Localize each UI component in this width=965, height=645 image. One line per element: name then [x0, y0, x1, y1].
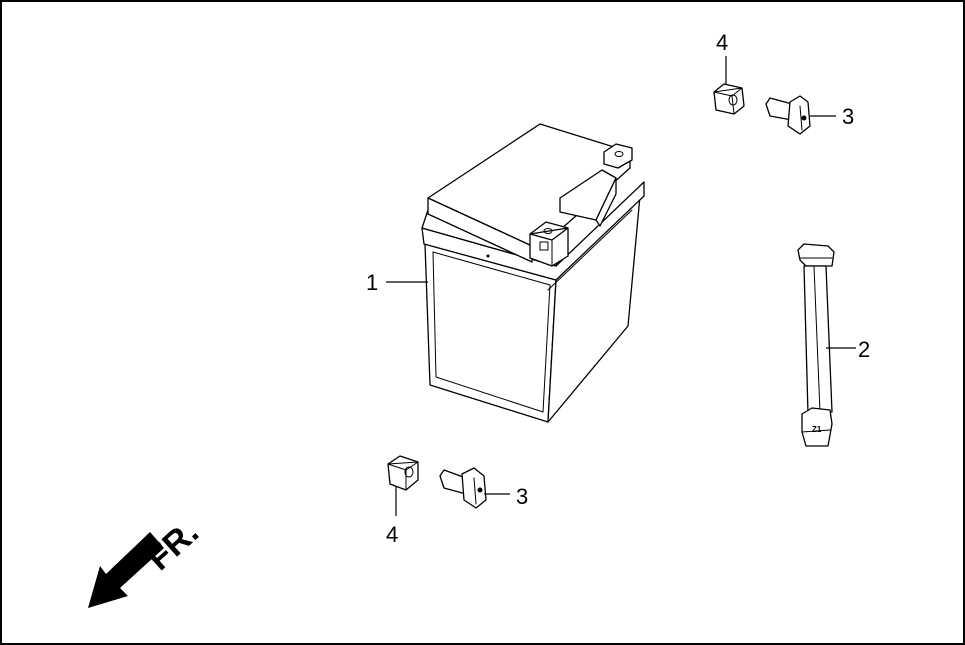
front-direction-arrow-icon — [88, 532, 164, 608]
nut-top-part — [713, 83, 745, 115]
battery-vent-dot — [486, 254, 490, 258]
bolt-top-part — [765, 95, 811, 135]
callout-3-top: 3 — [842, 104, 854, 129]
callout-4-top: 4 — [716, 30, 728, 55]
bolt-bottom-part — [439, 467, 487, 509]
strap-marking: Z1 — [812, 425, 822, 434]
callout-3-bottom: 3 — [516, 484, 528, 509]
callout-1: 1 — [366, 270, 378, 295]
battery-terminal-front — [529, 221, 569, 267]
callout-2: 2 — [858, 337, 870, 362]
front-direction-label: FR. — [140, 513, 206, 578]
nut-bottom-part — [387, 455, 419, 491]
callout-4-bottom: 4 — [386, 522, 398, 547]
battery-part — [421, 123, 645, 423]
battery-strap-part: Z1 — [797, 243, 835, 447]
battery-terminal-rear — [603, 143, 633, 169]
